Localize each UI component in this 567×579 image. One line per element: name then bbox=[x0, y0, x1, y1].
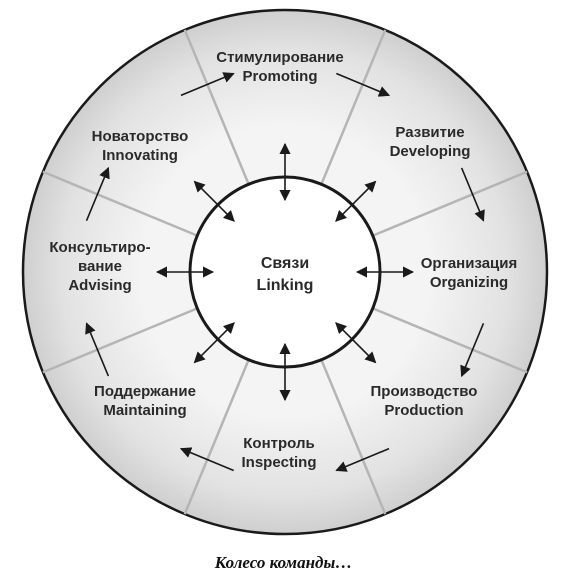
segment-label-promoting: Promoting bbox=[243, 68, 318, 85]
segment-divider bbox=[183, 29, 250, 185]
cycle-arrow bbox=[460, 167, 485, 222]
cycle-arrow bbox=[85, 166, 110, 221]
cycle-arrow bbox=[85, 322, 110, 377]
segment-label-inspecting: Контроль bbox=[243, 435, 314, 452]
segment-divider bbox=[320, 29, 387, 185]
segment-label-production: Производство bbox=[371, 383, 478, 400]
segment-label-organizing: Организация bbox=[421, 255, 518, 272]
segment-label-innovating: Innovating bbox=[102, 147, 178, 164]
segment-label-organizing: Organizing bbox=[430, 274, 508, 291]
segment-label-maintaining: Maintaining bbox=[103, 402, 186, 419]
segment-label-production: Production bbox=[384, 402, 463, 419]
segment-divider bbox=[320, 359, 387, 515]
center-label-en: Linking bbox=[257, 277, 314, 294]
center-label-ru: Связи bbox=[261, 255, 309, 272]
segment-labels: СтимулированиеPromotingРазвитиеDevelopin… bbox=[49, 49, 517, 471]
hub-double-arrow bbox=[193, 180, 235, 222]
hub-double-arrow bbox=[335, 180, 377, 222]
segment-divider bbox=[42, 170, 198, 237]
segment-label-advising: Консультиро- bbox=[49, 239, 150, 256]
cycle-arrows bbox=[85, 72, 485, 472]
segment-label-inspecting: Inspecting bbox=[241, 454, 316, 471]
segment-divider bbox=[372, 170, 528, 237]
cycle-arrow bbox=[180, 72, 235, 97]
cycle-arrow bbox=[335, 447, 390, 472]
segment-label-advising: вание bbox=[78, 258, 122, 275]
segment-label-maintaining: Поддержание bbox=[94, 383, 196, 400]
segment-label-developing: Developing bbox=[390, 143, 471, 160]
hub-arrows bbox=[155, 142, 415, 402]
segment-label-innovating: Новаторство bbox=[92, 128, 189, 145]
hub-double-arrow bbox=[193, 322, 235, 364]
segment-dividers bbox=[42, 29, 528, 515]
hub-double-arrow bbox=[335, 322, 377, 364]
segment-label-promoting: Стимулирование bbox=[216, 49, 344, 66]
diagram-caption: Колесо команды… bbox=[214, 553, 353, 572]
segment-divider bbox=[42, 307, 198, 374]
cycle-arrow bbox=[179, 447, 234, 472]
segment-divider bbox=[372, 307, 528, 374]
cycle-arrow bbox=[336, 72, 391, 97]
cycle-arrow bbox=[460, 323, 485, 378]
segment-label-advising: Advising bbox=[68, 277, 131, 294]
segment-label-developing: Развитие bbox=[395, 124, 464, 141]
segment-divider bbox=[183, 359, 250, 515]
